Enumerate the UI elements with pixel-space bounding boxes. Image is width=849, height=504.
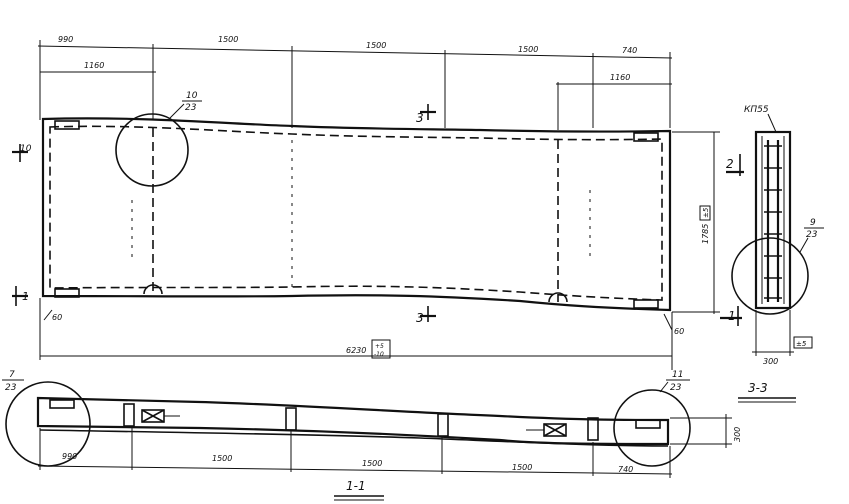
corner-leader xyxy=(43,309,53,321)
dim-bottom-3: 1500 xyxy=(512,463,532,472)
dim-top-4: 740 xyxy=(622,46,637,55)
leader-line xyxy=(799,237,809,253)
embed-plate xyxy=(633,132,659,142)
detail-circle-9 xyxy=(731,237,809,315)
section-1-label: 1 xyxy=(728,309,736,323)
dim-overall-tol-bottom: -10 xyxy=(374,351,384,358)
callout-9-num: 9 xyxy=(810,218,816,228)
lifting-insert xyxy=(526,423,567,437)
dim-corner-right: 60 xyxy=(674,327,684,336)
dim-top-2: 1500 xyxy=(366,41,386,50)
dim-top-3: 1500 xyxy=(518,45,538,54)
dim-height: 1785 xyxy=(701,224,710,244)
section-3-label-bottom: 3 xyxy=(416,311,424,325)
corner-leader xyxy=(663,313,673,331)
rebar-rungs xyxy=(764,145,782,299)
detail-circle-11 xyxy=(613,389,691,467)
dim-top-1: 1500 xyxy=(218,35,238,44)
dim-bottom-2: 1500 xyxy=(362,459,382,468)
section-33-label: 3-3 xyxy=(748,381,768,395)
callout-11-num: 11 xyxy=(672,370,683,380)
leader-line xyxy=(659,381,669,393)
dim-height-tol: ±5 xyxy=(702,207,710,218)
lifting-insert xyxy=(141,409,180,423)
bottom-dim-line xyxy=(37,465,673,475)
dim-bottom-0: 990 xyxy=(62,452,77,461)
embed-plate xyxy=(633,299,659,309)
top-dim-line xyxy=(37,45,673,59)
elevation-outline xyxy=(36,396,670,446)
lifting-loop xyxy=(143,284,163,295)
embed-plate xyxy=(54,120,80,130)
lifting-loop xyxy=(548,292,568,303)
callout-10-num: 10 xyxy=(186,91,198,101)
height-tol-box xyxy=(699,205,711,221)
dim-bottom-1: 1500 xyxy=(212,454,232,463)
detail-circle-7 xyxy=(5,381,91,467)
section-1-1: 7 23 11 23 300 990 1500 1500 1500 740 1-… xyxy=(2,370,742,501)
callout-9-den: 23 xyxy=(806,230,818,240)
embed xyxy=(587,417,599,441)
section-33-width: 300 xyxy=(763,357,778,366)
dim-1160-left: 1160 xyxy=(84,61,104,70)
panel-outline xyxy=(41,117,672,312)
dim-corner-left: 60 xyxy=(52,313,62,322)
overall-tol-box xyxy=(371,339,391,359)
section-33-tol-box xyxy=(793,336,813,349)
dim-overall: 6230 xyxy=(346,346,366,355)
section-33-tol: ±5 xyxy=(796,340,807,348)
left-mark-top: 10 xyxy=(20,144,32,154)
section-33-body xyxy=(754,130,792,310)
section-2-label: 2 xyxy=(726,157,734,171)
section-11-height: 300 xyxy=(733,427,742,442)
left-mark-bottom: 1 xyxy=(22,290,29,303)
section-11-label: 1-1 xyxy=(346,479,366,493)
embed xyxy=(123,403,135,427)
label-leader xyxy=(767,113,777,133)
dim-1160-right: 1160 xyxy=(610,73,630,82)
callout-11-den: 23 xyxy=(670,383,682,393)
dim-overall-tol-top: +5 xyxy=(375,343,384,350)
detail-circle-10 xyxy=(115,113,189,187)
dim-top-0: 990 xyxy=(58,35,73,44)
callout-7-num: 7 xyxy=(9,370,15,380)
section-33-top-label: КП55 xyxy=(744,105,769,115)
section-3-label-top: 3 xyxy=(416,111,424,125)
callout-7-den: 23 xyxy=(5,383,17,393)
elevation-rebar xyxy=(39,429,669,447)
section-3-3: КП55 9 23 2 1 xyxy=(720,105,824,403)
embed-plate xyxy=(54,288,80,298)
panel-inner-dashed xyxy=(49,125,663,301)
dim-bottom-4: 740 xyxy=(618,465,633,474)
plan-view: 990 1500 1500 1500 740 1160 1160 10 23 xyxy=(12,35,720,370)
end-plate xyxy=(49,399,75,409)
leader-line xyxy=(169,103,185,119)
callout-10-den: 23 xyxy=(185,103,197,113)
embed xyxy=(437,413,449,437)
end-plate xyxy=(635,419,661,429)
embed xyxy=(285,407,297,431)
